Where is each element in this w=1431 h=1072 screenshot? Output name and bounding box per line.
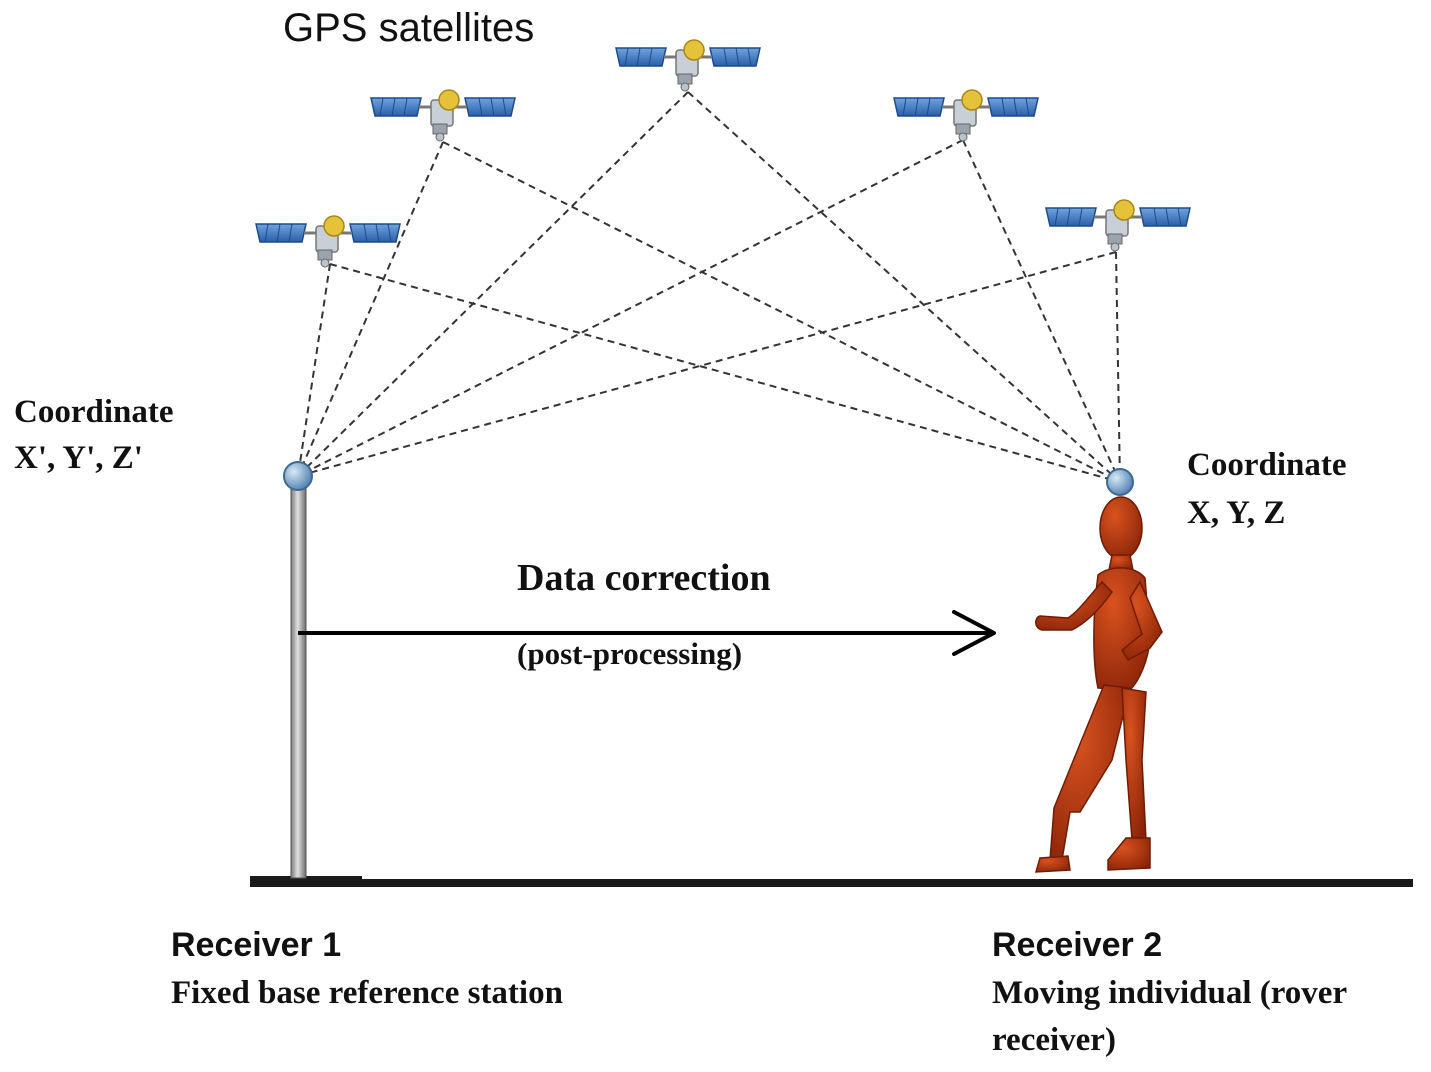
- rover-person-icon: [1034, 496, 1163, 873]
- pole-base: [250, 876, 362, 883]
- receiver-1-description: Fixed base reference station: [171, 975, 563, 1011]
- signal-line-1-to-receiver-1: [297, 91, 689, 477]
- satellite-icon: [892, 88, 1040, 143]
- correction-arrow: [298, 610, 996, 656]
- rover-antenna-icon: [1106, 468, 1134, 496]
- satellite-icon: [254, 214, 402, 269]
- satellite-icon: [369, 88, 517, 143]
- signal-line-4-to-receiver-2: [329, 263, 1121, 483]
- satellites-group: [254, 38, 1192, 269]
- diagram-title: GPS satellites: [283, 6, 535, 50]
- receiver-2-name: Receiver 2: [992, 926, 1163, 964]
- signal-line-2-to-receiver-2: [442, 141, 1121, 483]
- signal-line-5-to-receiver-1: [297, 251, 1117, 477]
- satellite-icon: [1044, 198, 1192, 253]
- rover-coordinate-value: X, Y, Z: [1187, 495, 1286, 531]
- signal-line-4-to-receiver-1: [297, 263, 331, 477]
- signal-line-5-to-receiver-2: [1115, 251, 1121, 483]
- base-coordinate-value: X', Y', Z': [14, 440, 143, 476]
- signal-line-3-to-receiver-2: [962, 139, 1121, 483]
- signal-line-3-to-receiver-1: [297, 139, 964, 477]
- rover-coordinate-label: Coordinate: [1187, 447, 1347, 483]
- signal-line-1-to-receiver-2: [687, 91, 1121, 483]
- receiver-1-name: Receiver 1: [171, 926, 342, 964]
- receiver-2-description-line2: receiver): [992, 1022, 1116, 1058]
- correction-sublabel: (post-processing): [517, 636, 743, 671]
- correction-label: Data correction: [517, 557, 771, 599]
- base-antenna-icon: [283, 461, 313, 491]
- signal-lines: [297, 91, 1121, 483]
- signal-line-2-to-receiver-1: [297, 141, 444, 477]
- base-coordinate-label: Coordinate: [14, 394, 174, 430]
- receiver-2-description-line1: Moving individual (rover: [992, 975, 1348, 1011]
- reference-pole: [290, 484, 307, 879]
- satellite-icon: [614, 38, 762, 93]
